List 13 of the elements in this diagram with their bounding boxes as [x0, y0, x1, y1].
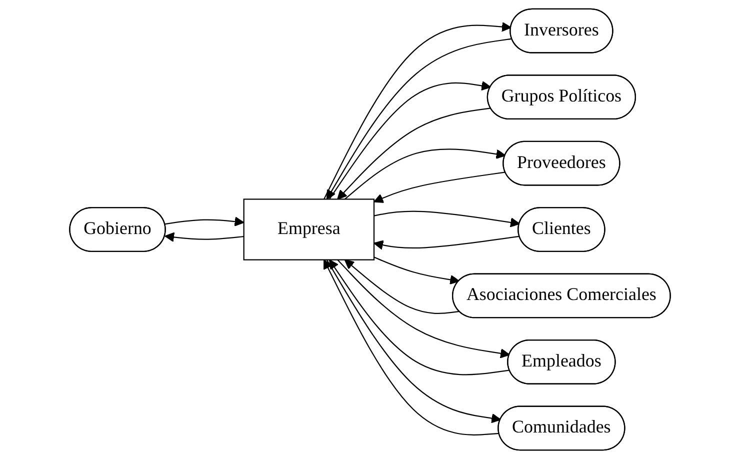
arrow: [374, 172, 506, 203]
arrow: [374, 236, 520, 250]
arrow: [328, 80, 492, 200]
arrow: [337, 259, 510, 358]
arrow: [374, 256, 460, 285]
arrow: [337, 108, 491, 200]
node-box: Empresa: [243, 198, 375, 260]
arrow: [164, 232, 244, 242]
arrow: [328, 259, 510, 376]
arrow: [344, 259, 460, 314]
arrow: [164, 216, 244, 226]
arrow: [344, 148, 506, 200]
arrow: [374, 210, 520, 228]
